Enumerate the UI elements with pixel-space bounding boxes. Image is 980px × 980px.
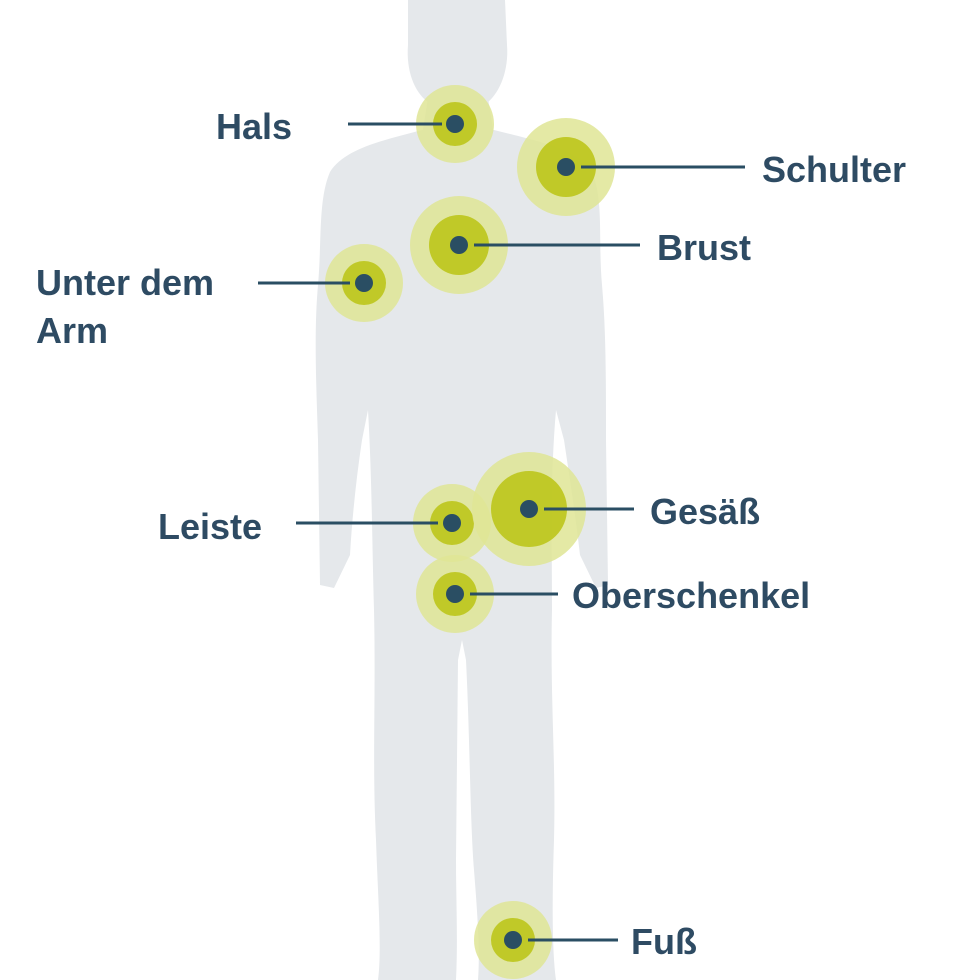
marker-fuss-dot [504, 931, 522, 949]
silhouette-head [407, 0, 508, 112]
marker-schulter-dot [557, 158, 575, 176]
marker-oberschenkel-dot [446, 585, 464, 603]
marker-schulter [517, 118, 615, 216]
marker-brust-dot [450, 236, 468, 254]
marker-fuss [474, 901, 552, 979]
marker-hals [416, 85, 494, 163]
label-oberschenkel: Oberschenkel [572, 575, 811, 616]
label-hals: Hals [216, 106, 293, 147]
label-leiste: Leiste [158, 506, 263, 547]
marker-hals-dot [446, 115, 464, 133]
marker-arm-dot [355, 274, 373, 292]
marker-gesaess [472, 452, 586, 566]
marker-brust [410, 196, 508, 294]
marker-leiste [413, 484, 491, 562]
label-brust: Brust [657, 227, 752, 268]
marker-arm [325, 244, 403, 322]
marker-oberschenkel [416, 555, 494, 633]
label-unter-dem-arm: Unter dem Arm [36, 262, 215, 351]
marker-leiste-dot [443, 514, 461, 532]
marker-gesaess-dot [520, 500, 538, 518]
label-schulter: Schulter [762, 149, 907, 190]
label-gesaess: Gesäß [650, 491, 761, 532]
label-fuss: Fuß [631, 921, 697, 962]
